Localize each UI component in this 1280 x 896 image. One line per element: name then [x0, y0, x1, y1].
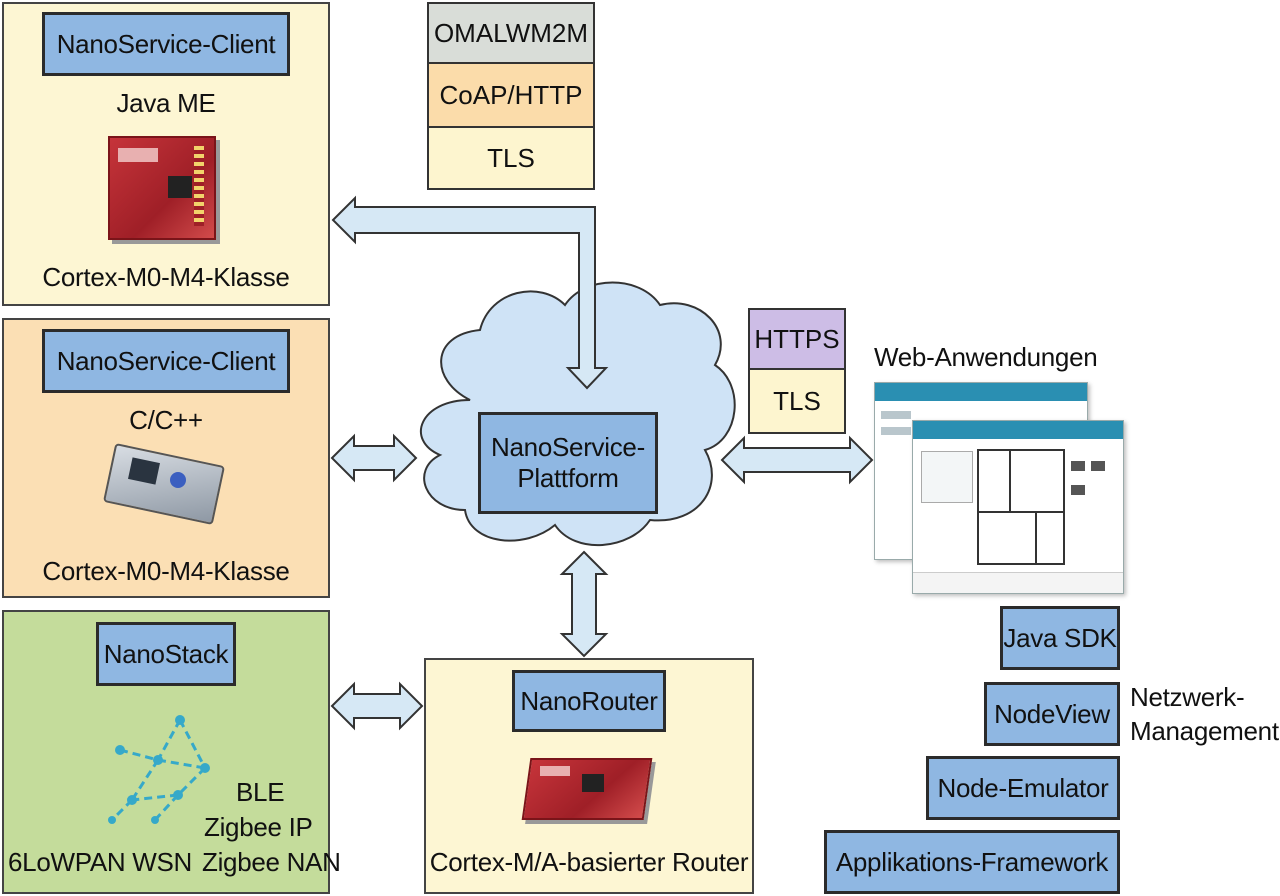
arrow-nanostack-router — [330, 681, 424, 731]
stack-web-https: HTTPS — [748, 308, 846, 370]
client-cpp-label: NanoService-Client — [42, 329, 290, 393]
router-label: NanoRouter — [512, 670, 666, 732]
tool-applikations-framework: Applikations-Framework — [824, 830, 1120, 894]
nanostack-label: NanoStack — [96, 622, 236, 686]
client-java-board-image — [108, 136, 220, 244]
router-board-image — [521, 752, 654, 832]
web-title: Web-Anwendungen — [874, 342, 1098, 372]
client-cpp-language: C/C++ — [129, 405, 203, 435]
arrow-client-java-to-platform — [331, 195, 609, 390]
tool-nodeview: NodeView — [984, 682, 1120, 746]
client-cpp-class: Cortex-M0-M4-Klasse — [42, 556, 290, 586]
stack-top-omalwm2m: OMALWM2M — [427, 2, 595, 64]
stack-top-tls: TLS — [427, 128, 595, 190]
platform-label-line1: NanoService- — [491, 432, 645, 462]
nanostack-protocol-zigbee-nan: Zigbee NAN — [202, 847, 341, 877]
tools-group-label-line1: Netzwerk- — [1130, 682, 1245, 712]
nanostack-network: 6LoWPAN WSN — [8, 847, 193, 877]
platform-box: NanoService- Plattform — [478, 412, 658, 514]
platform-label-line2: Plattform — [517, 463, 619, 493]
client-java-label: NanoService-Client — [42, 12, 290, 76]
stack-top-coap-http: CoAP/HTTP — [427, 64, 595, 128]
web-app-screenshots — [874, 382, 1134, 598]
arrow-platform-router — [559, 550, 609, 658]
tools-group-label-line2: Management — [1130, 716, 1279, 746]
router-caption: Cortex-M/A-basierter Router — [429, 847, 749, 877]
client-java-language: Java ME — [116, 88, 216, 118]
nanostack-protocol-ble: BLE — [236, 777, 285, 807]
arrow-platform-web — [720, 435, 874, 485]
client-java-class: Cortex-M0-M4-Klasse — [42, 262, 290, 292]
tool-node-emulator: Node-Emulator — [926, 756, 1120, 820]
nanostack-protocol-zigbee-ip: Zigbee IP — [204, 812, 313, 842]
stack-web-tls: TLS — [748, 370, 846, 434]
client-cpp-board-image — [102, 443, 226, 525]
tool-java-sdk: Java SDK — [1000, 606, 1120, 670]
arrow-client-cpp-platform — [330, 433, 418, 483]
